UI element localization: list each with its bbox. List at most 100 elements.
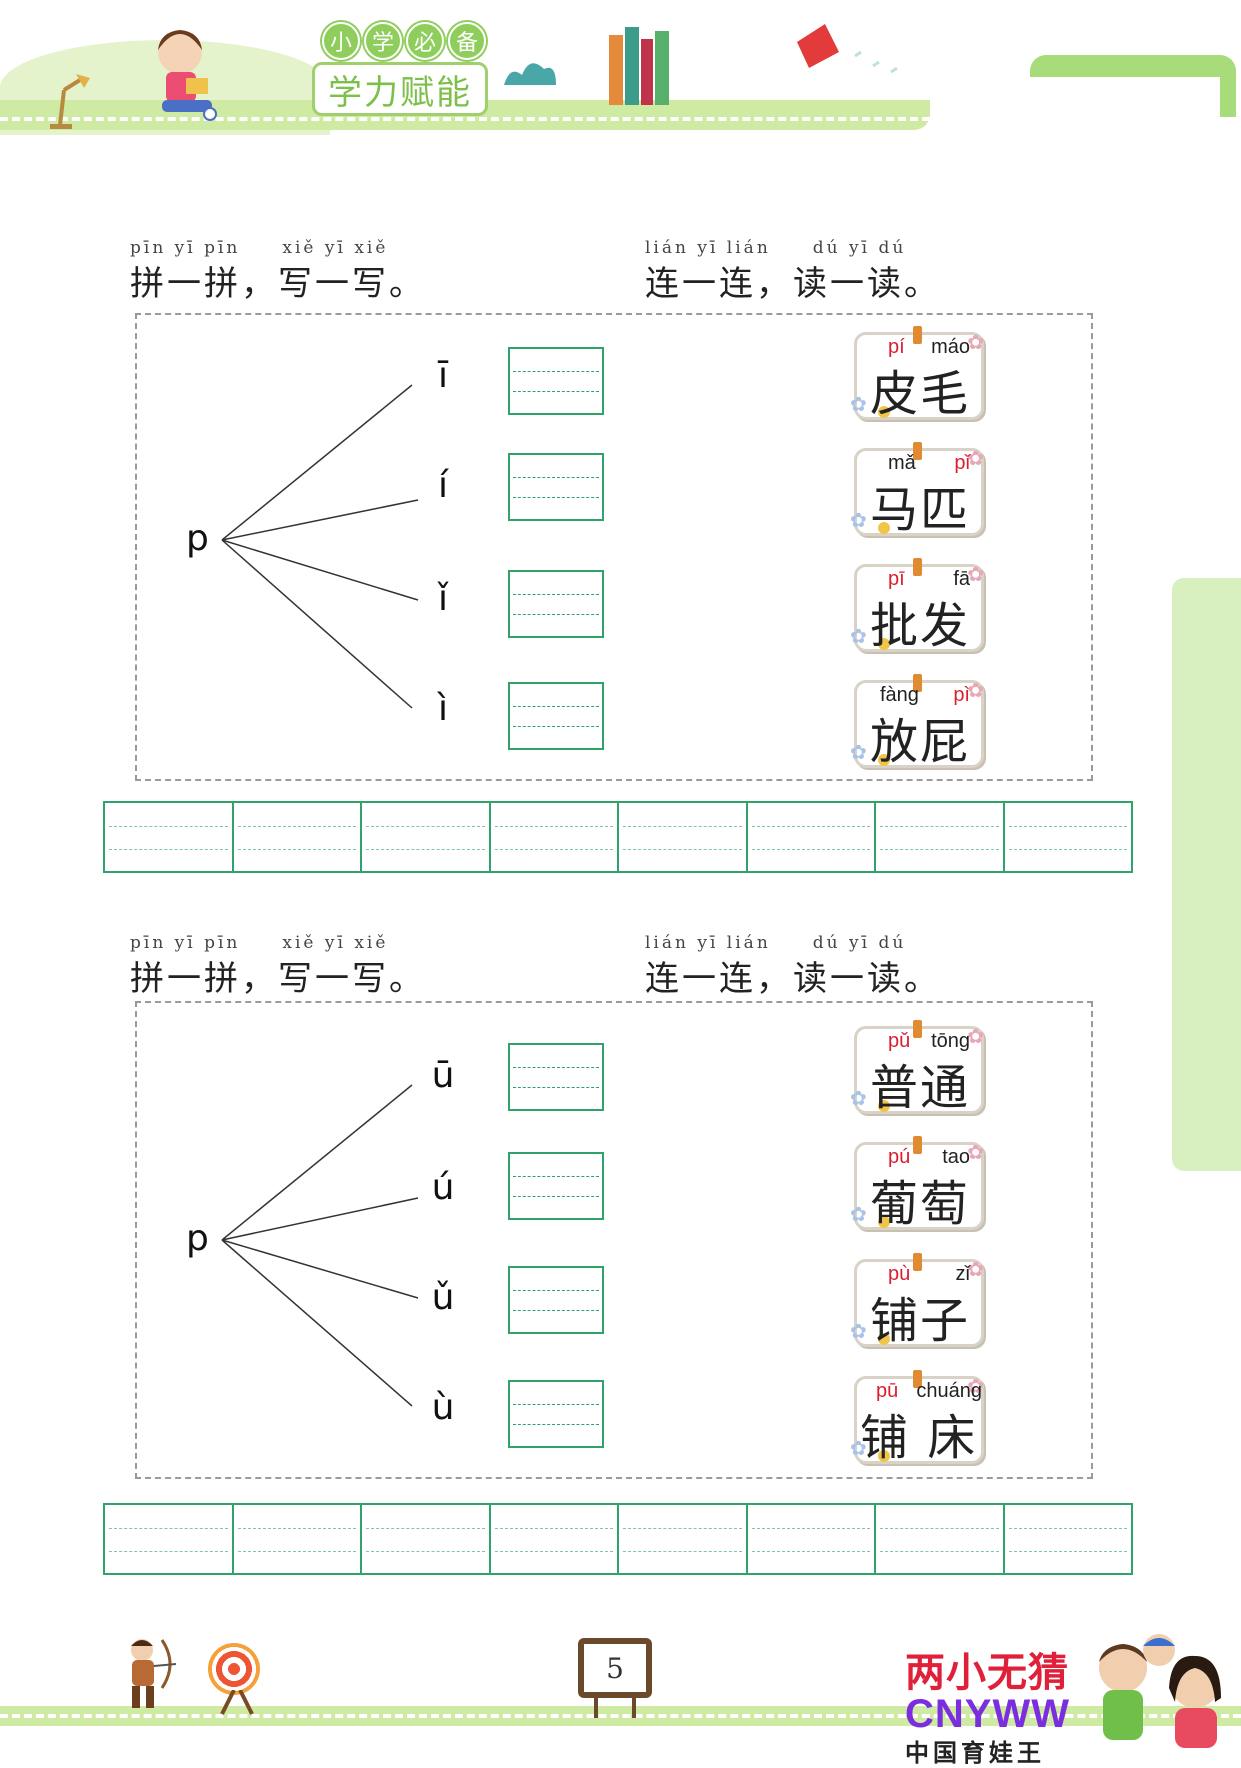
instruction-write: pīn yī pīn xiě yī xiě 拼一拼，写一写。 — [130, 933, 426, 1000]
word-card[interactable]: ✿ ✿ pī fā 批发 — [850, 558, 984, 654]
final-vowel: ī — [437, 355, 448, 396]
flower-icon: ✿ — [850, 624, 867, 648]
flower-icon: ✿ — [967, 562, 984, 586]
archery-target-icon — [208, 1643, 260, 1695]
target-stand-icon — [220, 1690, 254, 1715]
header-subtitle: 学力赋能 — [312, 62, 488, 116]
word-hanzi: 皮毛 — [870, 366, 971, 422]
instruction-hanzi: 连一连，读一读。 — [645, 264, 941, 304]
exercise-panel — [135, 1001, 1093, 1479]
flower-icon: ✿ — [967, 1140, 984, 1164]
red-book-icon — [797, 24, 898, 74]
word-pinyin: tao — [942, 1146, 970, 1168]
watermark-line: CNYWW — [905, 1692, 1070, 1736]
word-pinyin: fàng — [880, 684, 919, 706]
kids-illustration — [1099, 1634, 1221, 1748]
badge-char: 小 — [322, 22, 360, 60]
word-card[interactable]: ✿✿ mǎ pǐ 马匹 — [850, 442, 984, 538]
instruction-read: lián yī lián dú yī dú 连一连，读一读。 — [645, 238, 941, 305]
word-pinyin: pì — [953, 684, 970, 706]
cloud-icon — [504, 63, 556, 85]
instruction-pinyin: lián yī lián dú yī dú — [645, 238, 907, 258]
final-vowel: ǔ — [431, 1277, 455, 1318]
archer-boy-illustration — [131, 1639, 177, 1708]
word-card[interactable]: ✿ ✿ fàng pì 放屁 — [850, 674, 984, 770]
flower-icon: ✿ — [850, 740, 867, 764]
word-card[interactable]: ✿✿ pū chuáng 铺 床 — [850, 1370, 984, 1466]
word-hanzi: 马匹 — [870, 482, 971, 538]
exercise-panel — [135, 313, 1093, 781]
answer-box[interactable] — [508, 682, 604, 750]
word-hanzi: 批发 — [870, 598, 971, 654]
word-pinyin: zǐ — [955, 1263, 970, 1285]
badge-char: 备 — [448, 22, 486, 60]
header-badge: 小 学 必 备 — [322, 22, 486, 60]
word-pinyin: chuáng — [916, 1380, 982, 1402]
page-number: 5 — [578, 1638, 652, 1698]
connector-lines — [221, 1084, 419, 1407]
flower-icon: ✿ — [967, 330, 984, 354]
word-hanzi: 放屁 — [870, 714, 971, 770]
writing-strip[interactable] — [103, 801, 1133, 873]
word-pinyin: pǐ — [954, 452, 970, 474]
connector-lines — [221, 384, 419, 709]
flower-icon: ✿ — [850, 1086, 867, 1110]
side-bar — [1172, 578, 1241, 1171]
word-pinyin: fā — [953, 568, 970, 590]
initial-consonant: p — [186, 1218, 209, 1259]
answer-box[interactable] — [508, 1152, 604, 1220]
final-vowel: ì — [437, 688, 448, 729]
word-pinyin: tōng — [931, 1030, 970, 1052]
word-pinyin: máo — [931, 336, 970, 358]
flower-icon: ✿ — [850, 508, 867, 532]
flower-icon: ✿ — [850, 1436, 867, 1460]
initial-consonant: p — [186, 518, 209, 559]
desk-lamp-icon — [50, 74, 90, 129]
instruction-hanzi: 拼一拼，写一写。 — [130, 264, 426, 304]
answer-box[interactable] — [508, 1043, 604, 1111]
word-pinyin: pǔ — [888, 1030, 911, 1052]
instruction-pinyin: pīn yī pīn xiě yī xiě — [130, 933, 389, 953]
word-hanzi: 铺 床 — [860, 1410, 978, 1466]
badge-char: 必 — [406, 22, 444, 60]
watermark-line: 中国育娃王 — [905, 1739, 1045, 1767]
flower-icon: ✿ — [850, 1202, 867, 1226]
flower-icon: ✿ — [967, 1257, 984, 1281]
flower-icon: ✿ — [850, 1319, 867, 1343]
word-card[interactable]: ✿✿ pù zǐ 铺子 — [850, 1253, 984, 1349]
answer-box[interactable] — [508, 570, 604, 638]
answer-box[interactable] — [508, 347, 604, 415]
answer-box[interactable] — [508, 1266, 604, 1334]
word-card[interactable]: ✿ ✿ pí máo 皮毛 — [850, 326, 984, 422]
writing-strip[interactable] — [103, 1503, 1133, 1575]
word-hanzi: 铺子 — [870, 1293, 971, 1349]
flower-icon: ✿ — [967, 1374, 984, 1398]
final-vowel: í — [437, 465, 448, 506]
word-hanzi: 普通 — [870, 1060, 971, 1116]
watermark-logo: 两小无猜 CNYWW 中国育娃王 — [905, 1640, 1075, 1768]
footer-dash-road — [0, 1714, 1241, 1718]
instruction-pinyin: pīn yī pīn xiě yī xiě — [130, 238, 389, 258]
word-hanzi: 葡萄 — [870, 1176, 971, 1232]
instruction-hanzi: 拼一拼，写一写。 — [130, 959, 426, 999]
flower-icon: ✿ — [967, 678, 984, 702]
answer-box[interactable] — [508, 453, 604, 521]
word-card[interactable]: ✿ ✿ pǔ tōng 普通 — [850, 1020, 984, 1116]
watermark-line: 两小无猜 — [905, 1651, 1069, 1695]
instruction-pinyin: lián yī lián dú yī dú — [645, 933, 907, 953]
flower-icon: ✿ — [967, 1024, 984, 1048]
instruction-hanzi: 连一连，读一读。 — [645, 959, 941, 999]
final-vowel: ǐ — [437, 578, 448, 619]
final-vowel: ú — [431, 1167, 455, 1208]
books-icon — [609, 27, 669, 105]
word-pinyin: pī — [888, 568, 905, 590]
badge-char: 学 — [364, 22, 402, 60]
reading-girl-illustration — [158, 30, 217, 121]
word-pinyin: pí — [888, 336, 905, 358]
instruction-write: pīn yī pīn xiě yī xiě 拼一拼，写一写。 — [130, 238, 426, 305]
answer-box[interactable] — [508, 1380, 604, 1448]
instruction-read: lián yī lián dú yī dú 连一连，读一读。 — [645, 933, 941, 1000]
word-card[interactable]: ✿ ✿ pú tao 葡萄 — [850, 1136, 984, 1232]
flower-icon: ✿ — [850, 392, 867, 416]
word-pinyin: pú — [888, 1146, 911, 1168]
